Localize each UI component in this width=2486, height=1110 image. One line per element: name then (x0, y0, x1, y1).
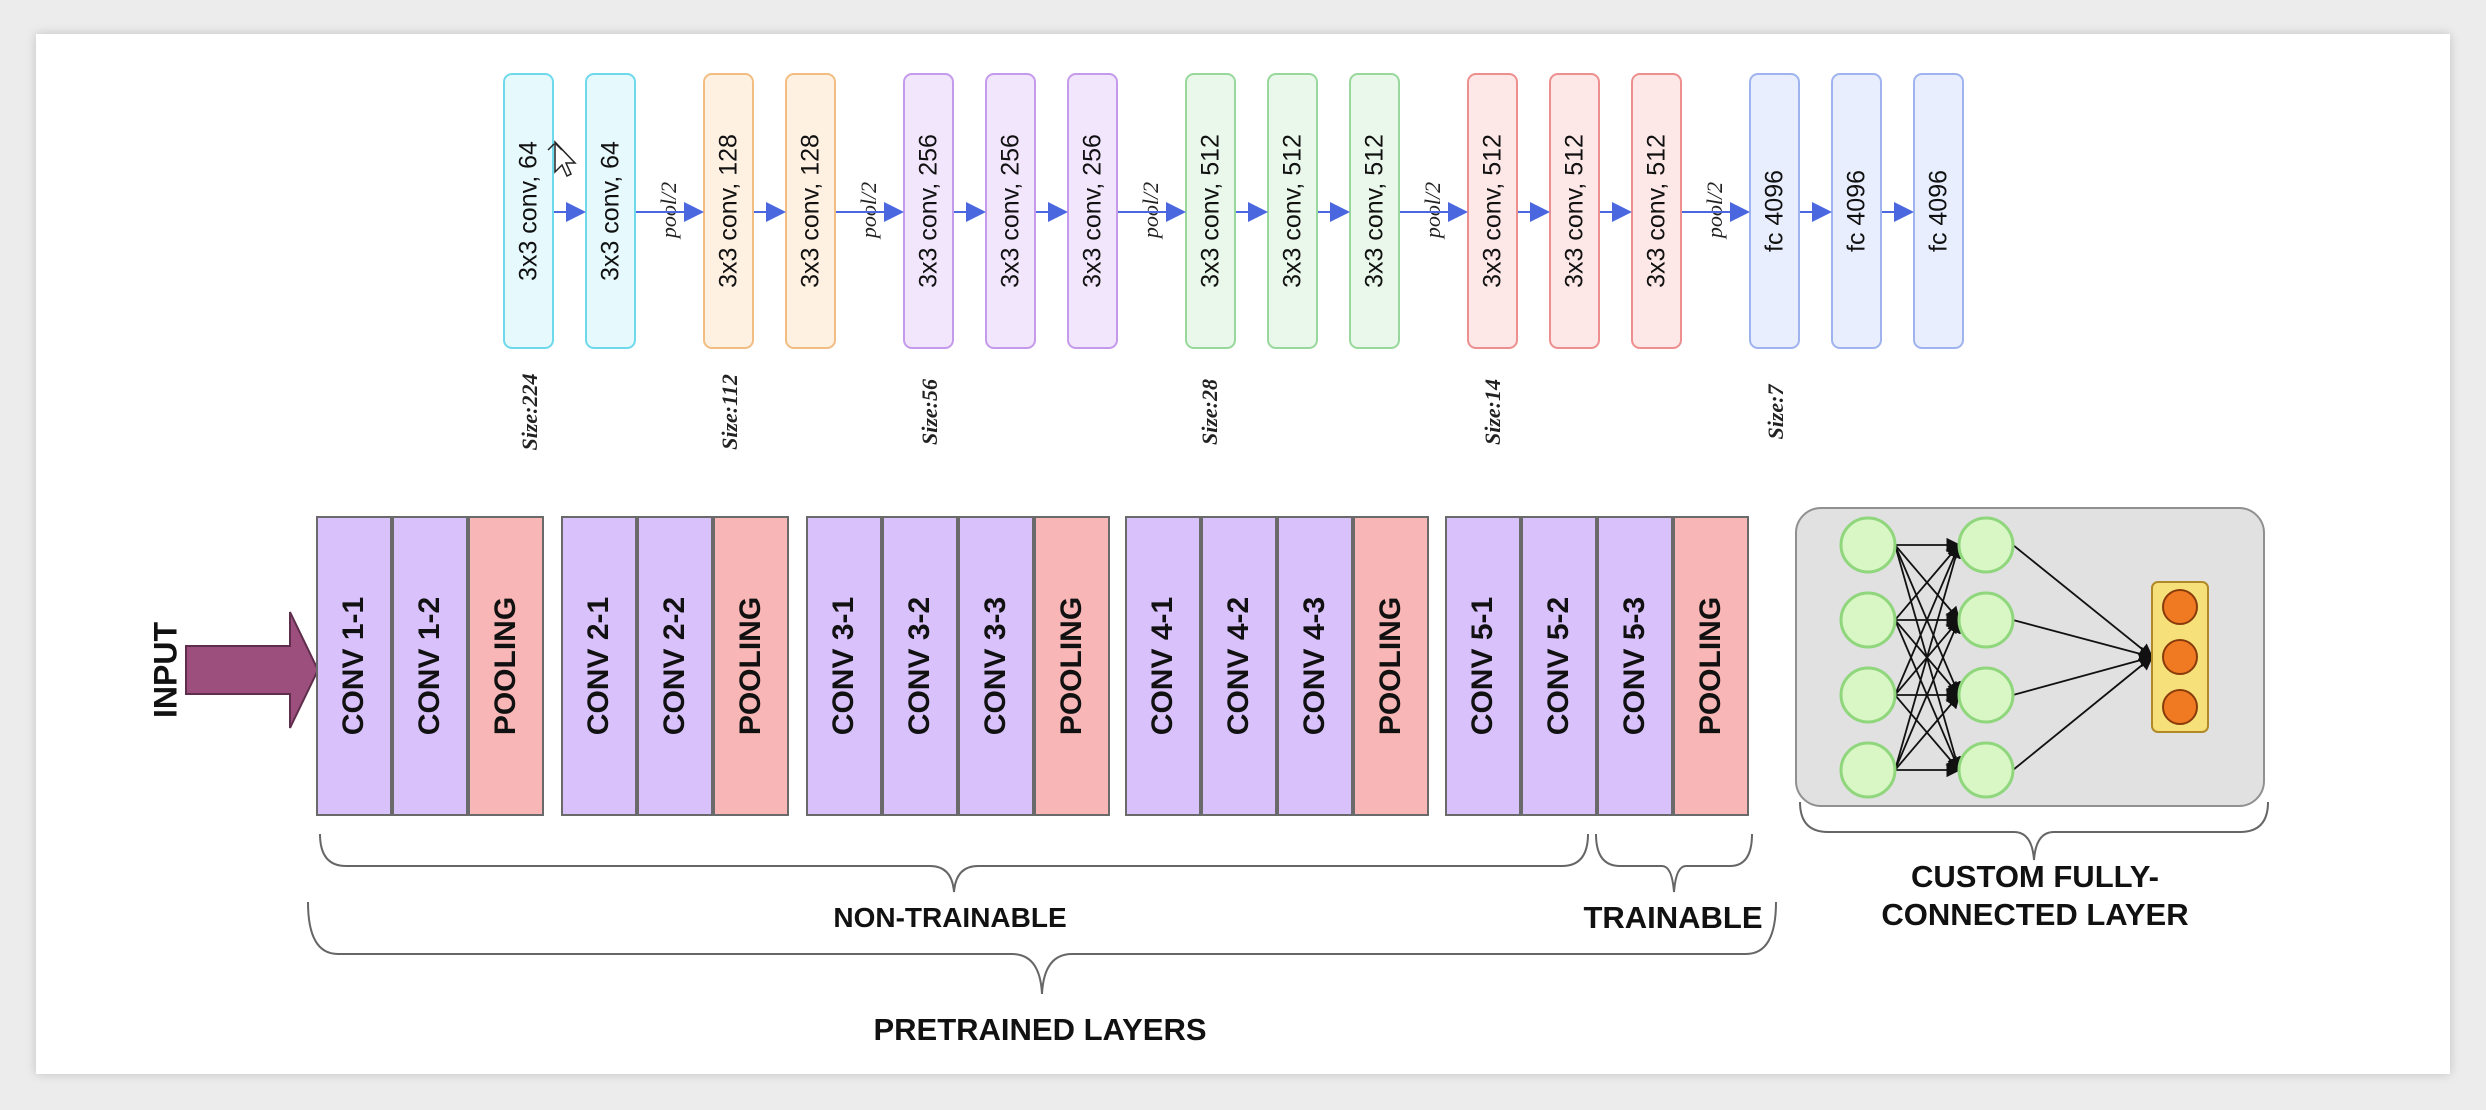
nn-edge (2012, 655, 2154, 771)
trainable-bracket (1595, 833, 1753, 893)
conv-block-512-1: 3x3 conv, 512 (1185, 73, 1236, 349)
conv-block-128-2: 3x3 conv, 128 (785, 73, 836, 349)
input-arrow-icon (185, 611, 320, 729)
pretrained-layers-label: PRETRAINED LAYERS (873, 1012, 1207, 1047)
nn-hidden-node (1957, 591, 2015, 649)
custom-fc-bracket (1799, 801, 2269, 861)
nn-edge (2012, 653, 2154, 696)
nn-input-node (1839, 516, 1897, 574)
nn-output-node (2162, 689, 2198, 725)
conv-block-64-1: 3x3 conv, 64 (503, 73, 554, 349)
fc-block-3: fc 4096 (1913, 73, 1964, 349)
nn-edge (2012, 544, 2154, 659)
conv-block-64-2: 3x3 conv, 64 (585, 73, 636, 349)
layer-conv-4-1: CONV 4-1 (1125, 516, 1201, 816)
layer-pooling-2: POOLING (713, 516, 789, 816)
layer-conv-5-3: CONV 5-3 (1597, 516, 1673, 816)
custom-fc-label: CUSTOM FULLY- CONNECTED LAYER (1881, 858, 2188, 934)
nn-edge (1894, 543, 1963, 771)
conv-block-256-1: 3x3 conv, 256 (903, 73, 954, 349)
nn-hidden-node (1957, 741, 2015, 799)
layer-conv-3-1: CONV 3-1 (806, 516, 882, 816)
trainable-label: TRAINABLE (1583, 900, 1763, 935)
conv-block-256-3: 3x3 conv, 256 (1067, 73, 1118, 349)
conv-block-512-4: 3x3 conv, 512 (1467, 73, 1518, 349)
nn-hidden-node (1957, 666, 2015, 724)
layer-conv-4-3: CONV 4-3 (1277, 516, 1353, 816)
layer-conv-3-3: CONV 3-3 (958, 516, 1034, 816)
conv-block-128-1: 3x3 conv, 128 (703, 73, 754, 349)
layer-conv-3-2: CONV 3-2 (882, 516, 958, 816)
layer-pooling-4: POOLING (1353, 516, 1429, 816)
layer-conv-1-1: CONV 1-1 (316, 516, 392, 816)
pretrained-bracket (307, 901, 1777, 995)
fc-block-1: fc 4096 (1749, 73, 1800, 349)
nn-edge (2012, 619, 2154, 661)
non-trainable-label: NON-TRAINABLE (833, 902, 1067, 933)
conv-block-512-3: 3x3 conv, 512 (1349, 73, 1400, 349)
nn-edge (1894, 543, 1961, 696)
layer-pooling-1: POOLING (468, 516, 544, 816)
fc-block-2: fc 4096 (1831, 73, 1882, 349)
layer-conv-5-1: CONV 5-1 (1445, 516, 1521, 816)
conv-block-512-5: 3x3 conv, 512 (1549, 73, 1600, 349)
custom-fc-label-line2: CONNECTED LAYER (1881, 897, 2189, 932)
nn-output-node (2162, 639, 2198, 675)
nn-edge (1894, 618, 1961, 771)
conv-block-256-2: 3x3 conv, 256 (985, 73, 1036, 349)
nn-input-node (1839, 741, 1897, 799)
non-trainable-bracket (319, 833, 1589, 893)
layer-conv-2-2: CONV 2-2 (637, 516, 713, 816)
custom-fc-label-line1: CUSTOM FULLY- (1910, 859, 2160, 894)
conv-block-512-2: 3x3 conv, 512 (1267, 73, 1318, 349)
nn-edge (1894, 693, 1961, 771)
layer-conv-2-1: CONV 2-1 (561, 516, 637, 816)
layer-conv-4-2: CONV 4-2 (1201, 516, 1277, 816)
layer-conv-1-2: CONV 1-2 (392, 516, 468, 816)
nn-input-node (1839, 666, 1897, 724)
layer-pooling-3: POOLING (1034, 516, 1110, 816)
nn-output-node (2162, 589, 2198, 625)
layer-conv-5-2: CONV 5-2 (1521, 516, 1597, 816)
conv-block-512-6: 3x3 conv, 512 (1631, 73, 1682, 349)
nn-hidden-node (1957, 516, 2015, 574)
mouse-cursor-icon (547, 140, 577, 178)
nn-input-node (1839, 591, 1897, 649)
layer-pooling-5: POOLING (1673, 516, 1749, 816)
